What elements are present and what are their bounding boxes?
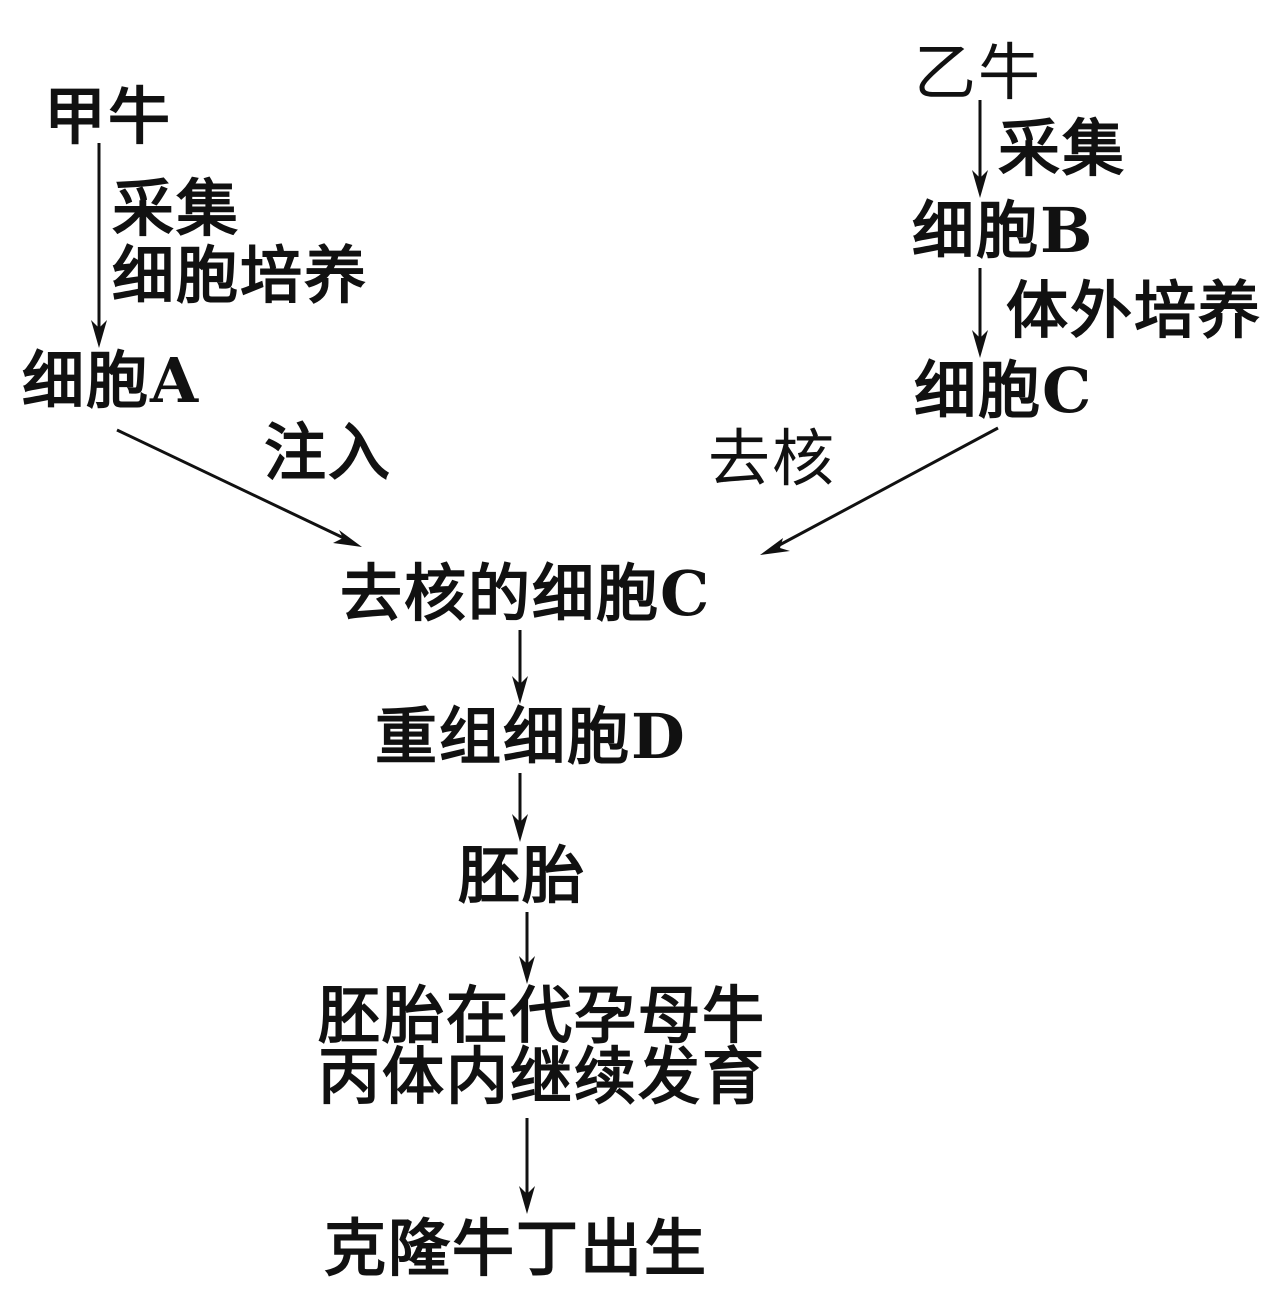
arrowhead (519, 1186, 535, 1214)
edge-label-collect-right: 采集 (998, 112, 1127, 185)
node-clone-born: 克隆牛丁出生 (324, 1212, 709, 1285)
arrow-inject (116, 428, 351, 543)
node-cell-c: 细胞C (914, 354, 1094, 427)
edge-label-enucleate: 去核 (708, 422, 837, 495)
arrowhead (972, 170, 988, 198)
edge-label-in-vitro-culture: 体外培养 (1006, 274, 1263, 347)
node-cell-b: 细胞B (912, 194, 1095, 267)
node-development-line1: 胚胎在代孕母牛 (318, 979, 767, 1052)
node-cow-yi: 乙牛 (914, 36, 1043, 109)
node-development-line2: 丙体内继续发育 (318, 1040, 767, 1113)
arrowhead (333, 530, 362, 547)
arrowhead (512, 814, 528, 842)
node-cow-jia: 甲牛 (44, 80, 173, 153)
arrowhead (519, 956, 535, 984)
arrowhead (91, 320, 107, 348)
node-enucleated-cell-c: 去核的细胞C (340, 557, 712, 630)
arrowhead (512, 676, 528, 704)
node-embryo: 胚胎 (458, 839, 587, 912)
arrowhead (760, 538, 790, 555)
arrow-enucleate (771, 426, 999, 551)
edge-label-inject: 注入 (264, 416, 393, 489)
node-cell-a: 细胞A (22, 344, 201, 417)
node-recombinant-cell-d: 重组细胞D (375, 700, 687, 773)
arrowhead (972, 330, 988, 358)
edge-label-collect-left: 采集 (112, 172, 241, 245)
edge-label-cell-culture: 细胞培养 (112, 239, 369, 312)
